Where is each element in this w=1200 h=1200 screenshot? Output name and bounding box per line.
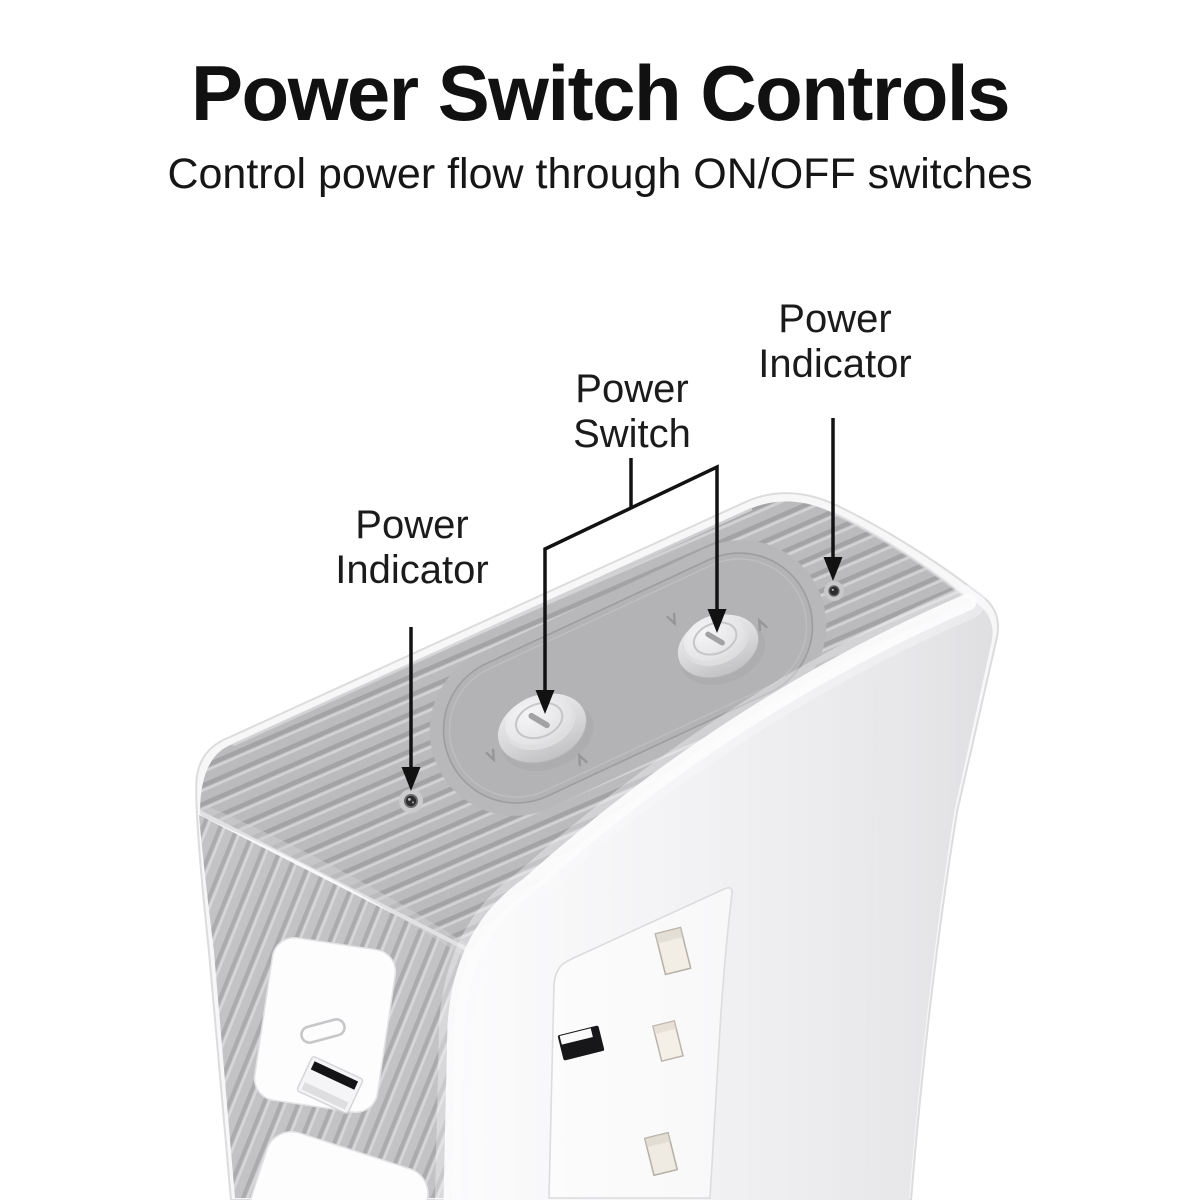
page-title: Power Switch Controls [191, 49, 1010, 137]
power-indicator-dot-right [824, 581, 844, 601]
arrowhead-indicator-right [823, 557, 843, 581]
line-pin-hole [652, 1019, 684, 1063]
plate-chevron-marks [485, 612, 768, 767]
callout-lines [409, 418, 835, 770]
label-power-indicator-right: Power Indicator [758, 297, 912, 386]
usb-panel [253, 936, 397, 1114]
page-subtitle: Control power flow through ON/OFF switch… [167, 150, 1033, 198]
glossy-edge-core [443, 593, 977, 1200]
power-switch-button-left [496, 692, 594, 771]
power-strip-device [195, 492, 999, 1200]
power-indicator-dot-left [399, 789, 423, 813]
neon-indicator-window [557, 1025, 605, 1061]
side-panel-2 [240, 1131, 429, 1200]
switch-on-mark-left [528, 712, 550, 729]
arrowhead-indicator-left [401, 767, 421, 791]
callout-line-switch-fork [543, 464, 719, 694]
usb-a-port [296, 1056, 364, 1114]
power-switch-button-right [676, 613, 766, 685]
corner-edge-highlight [830, 510, 965, 598]
switch-on-mark-right [705, 631, 725, 646]
edge-highlight [200, 806, 474, 958]
arrowhead-switch-right [707, 609, 727, 633]
uk-socket [548, 887, 733, 1199]
usb-c-port [300, 1018, 346, 1044]
label-power-indicator-left: Power Indicator [335, 503, 489, 592]
front-crease [865, 677, 878, 1199]
earth-pin-hole [654, 926, 692, 976]
callout-arrowheads [401, 557, 843, 791]
earth-pin-hole-2 [643, 1131, 679, 1177]
label-power-switch: Power Switch [573, 367, 691, 456]
arrowhead-switch-left [535, 690, 555, 714]
top-edge-highlight [232, 507, 753, 747]
